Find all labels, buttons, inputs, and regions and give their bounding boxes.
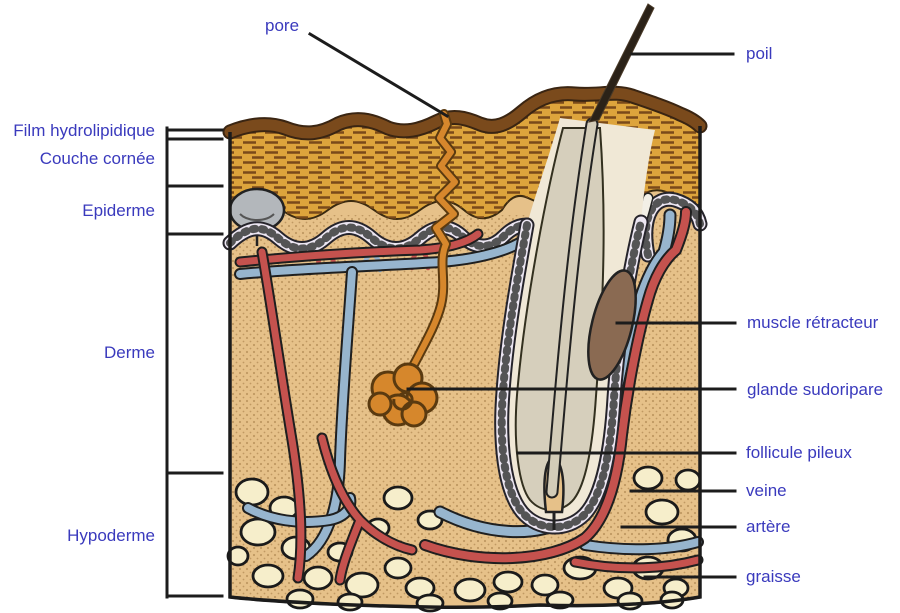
label-couche-cornee: Couche cornée xyxy=(39,149,155,168)
label-glande-sudoripare: glande sudoripare xyxy=(747,380,884,399)
label-graisse: graisse xyxy=(746,567,801,586)
fat-cells xyxy=(226,465,702,613)
label-derme: Derme xyxy=(103,343,155,362)
retractor-muscle xyxy=(587,269,637,381)
label-poil: poil xyxy=(746,44,773,63)
dermis-vessels xyxy=(234,206,704,586)
label-film-hydrolipidique: Film hydrolipidique xyxy=(13,121,155,140)
hair-shaft xyxy=(545,3,655,499)
label-epiderme: Epiderme xyxy=(82,201,155,220)
layer-bracket xyxy=(165,126,224,599)
label-muscle-retracteur: muscle rétracteur xyxy=(747,313,879,332)
surface-film-layer xyxy=(222,85,708,141)
leader-pore xyxy=(307,31,450,119)
label-hypoderme: Hypoderme xyxy=(67,526,155,545)
label-veine: veine xyxy=(746,481,787,500)
leader-lines xyxy=(307,31,737,579)
label-follicule-pileux: follicule pileux xyxy=(746,443,852,462)
label-artere: artère xyxy=(746,517,791,536)
label-pore: pore xyxy=(265,16,300,35)
skin-block-outline xyxy=(228,126,702,609)
